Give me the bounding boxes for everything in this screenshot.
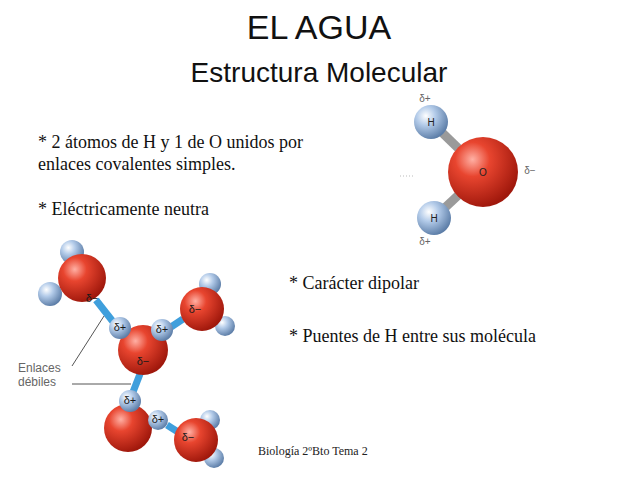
- partial-charge: δ+: [118, 394, 142, 407]
- partial-charge: δ−: [176, 431, 200, 444]
- partial-charge: δ−: [518, 165, 542, 177]
- partial-charge: δ+: [108, 321, 132, 334]
- hydrogen-bond: [133, 374, 140, 392]
- partial-charge: δ−: [80, 292, 104, 305]
- partial-charge: δ−: [131, 355, 155, 368]
- atom-symbol: O: [448, 167, 518, 178]
- partial-charge: δ+: [150, 323, 174, 336]
- bullet-text: * Puentes de H entre sus molécula: [289, 326, 619, 348]
- hydrogen-atom: [119, 390, 141, 412]
- bullet-text: * Eléctricamente neutra: [38, 199, 298, 221]
- partial-charge: δ+: [146, 413, 170, 426]
- slide-title: EL AGUA: [119, 8, 519, 47]
- leader-line: [72, 316, 104, 366]
- partial-charge: δ+: [413, 93, 437, 105]
- hydrogen-atom: H: [414, 105, 448, 139]
- covalent-bond: [446, 195, 459, 207]
- atom-symbol: H: [414, 117, 448, 128]
- covalent-bond: [443, 133, 459, 148]
- hydrogen-atom: [151, 319, 173, 341]
- bullet-text: * 2 átomos de H y 1 de O unidos por enla…: [38, 132, 310, 175]
- hydrogen-atom: [38, 282, 62, 306]
- oxygen-atom: [58, 254, 106, 302]
- hydrogen-bond: [171, 319, 183, 327]
- bullet-text: * Carácter dipolar: [289, 273, 539, 295]
- dotted-mark: [400, 175, 414, 176]
- hydrogen-atom: [109, 317, 131, 339]
- bond-label: Enlaces débiles: [18, 361, 70, 390]
- atom-sphere: [414, 105, 448, 139]
- slide-footer: Biología 2ºBto Tema 2: [258, 444, 408, 458]
- slide-subtitle: Estructura Molecular: [119, 56, 519, 90]
- oxygen-atom: O: [448, 137, 518, 207]
- leader-line: [72, 384, 131, 385]
- oxygen-atom: [174, 418, 218, 462]
- atom-symbol: H: [417, 213, 451, 224]
- atom-sphere: [448, 137, 518, 207]
- partial-charge: δ+: [413, 236, 437, 248]
- atom-sphere: [417, 201, 451, 235]
- hydrogen-bond: [96, 300, 114, 323]
- oxygen-atom: [180, 287, 224, 331]
- hydrogen-atom: H: [417, 201, 451, 235]
- partial-charge: δ−: [183, 303, 207, 316]
